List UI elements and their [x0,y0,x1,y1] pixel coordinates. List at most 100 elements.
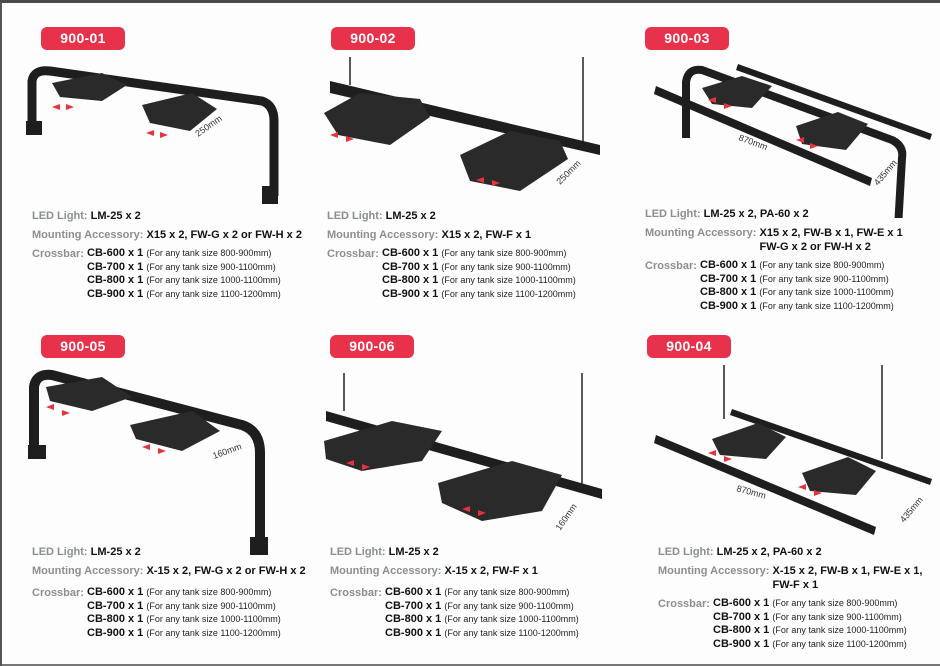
crossbar-item: CB-600 x 1 (For any tank size 800-900mm) [382,247,567,259]
crossbar-label: Crossbar: [330,587,382,599]
svg-text:160mm: 160mm [211,441,243,461]
mounting-accessory-label: Mounting Accessory: [32,565,144,577]
mounting-accessory-value: X15 x 2, FW-B x 1, FW-E x 1 [759,227,903,239]
crossbar-row: Crossbar: CB-600 x 1 (For any tank size … [645,259,903,313]
mounting-accessory-value: X-15 x 2, FW-G x 2 or FW-H x 2 [146,565,306,577]
crossbar-item: CB-700 x 1 (For any tank size 900-1100mm… [87,260,276,273]
product-image-arched-mount-slim: 160mm [28,369,268,555]
model-badge: 900-06 [330,335,414,358]
crossbar-item: CB-900 x 1 (For any tank size 1100-1200m… [700,299,894,312]
mounting-accessory-label: Mounting Accessory: [658,565,770,577]
mounting-accessory-label: Mounting Accessory: [32,229,144,241]
product-image-parallel-hanging-rails: 870mm 435mm [654,365,932,535]
crossbar-item: CB-700 x 1 (For any tank size 900-1100mm… [385,599,574,612]
product-panel-900-05: 900-05 160mm LED Light: LM-25 x 2 Mounti… [2,323,312,643]
mounting-accessory-row: Mounting Accessory: X-15 x 2, FW-G x 2 o… [32,564,306,578]
led-light-row: LED Light: LM-25 x 2 [32,209,302,223]
crossbar-item: CB-700 x 1 (For any tank size 900-1100mm… [87,599,276,612]
crossbar-item: CB-800 x 1 (For any tank size 1000-1100m… [713,624,907,636]
crossbar-item: CB-900 x 1 (For any tank size 1100-1200m… [385,626,579,639]
crossbar-item: CB-600 x 1 (For any tank size 800-900mm) [713,597,898,609]
mounting-accessory-value: X15 x 2, FW-G x 2 or FW-H x 2 [146,229,302,241]
spec-list: LED Light: LM-25 x 2 Mounting Accessory:… [330,545,579,640]
product-image-arched-mount: 250mm [26,66,279,204]
crossbar-item: CB-600 x 1 (For any tank size 800-900mm) [87,247,272,259]
crossbar-label: Crossbar: [658,598,710,610]
spec-list: LED Light: LM-25 x 2, PA-60 x 2 Mounting… [645,207,903,313]
product-panel-900-06: 900-06 160mm LED Light: LM-25 x 2 Mounti… [312,323,622,643]
product-image-parallel-rails: 870mm 435mm [654,64,932,218]
mounting-accessory-label: Mounting Accessory: [645,227,757,239]
crossbar-label: Crossbar: [32,248,84,260]
led-light-row: LED Light: LM-25 x 2, PA-60 x 2 [645,207,903,221]
crossbar-label: Crossbar: [327,248,379,260]
led-light-row: LED Light: LM-25 x 2, PA-60 x 2 [658,545,922,559]
mounting-accessory-value: X15 x 2, FW-F x 1 [441,229,532,241]
crossbar-label: Crossbar: [32,587,84,599]
led-light-value: LM-25 x 2 [388,546,439,558]
mounting-accessory-row: Mounting Accessory: X15 x 2, FW-B x 1, F… [645,226,903,254]
crossbar-item: CB-800 x 1 (For any tank size 1000-1100m… [385,613,579,625]
crossbar-item: CB-900 x 1 (For any tank size 1100-1200m… [87,287,281,300]
led-light-label: LED Light: [658,546,714,558]
led-light-label: LED Light: [327,210,383,222]
crossbar-item: CB-900 x 1 (For any tank size 1100-1200m… [713,637,907,650]
crossbar-item: CB-600 x 1 (For any tank size 800-900mm) [87,586,272,598]
led-light-value: LM-25 x 2 [90,210,141,222]
led-light-value: LM-25 x 2 [90,546,141,558]
model-badge: 900-02 [331,27,415,50]
led-light-label: LED Light: [32,210,88,222]
crossbar-item: CB-800 x 1 (For any tank size 1000-1100m… [87,274,281,286]
model-badge: 900-05 [41,335,125,358]
mounting-accessory-value: FW-F x 1 [772,579,819,591]
crossbar-label: Crossbar: [645,260,697,272]
product-panel-900-01: 900-01 250mm LED Light: LM-25 x 2 Mounti… [2,3,312,323]
crossbar-item: CB-900 x 1 (For any tank size 1100-1200m… [87,626,281,639]
mounting-accessory-row: Mounting Accessory: X-15 x 2, FW-F x 1 [330,564,579,578]
crossbar-row: Crossbar: CB-600 x 1 (For any tank size … [32,586,306,640]
led-light-value: LM-25 x 2, PA-60 x 2 [703,208,809,220]
crossbar-item: CB-700 x 1 (For any tank size 900-1100mm… [382,260,571,273]
led-light-label: LED Light: [330,546,386,558]
crossbar-item: CB-600 x 1 (For any tank size 800-900mm) [385,586,570,598]
led-light-value: LM-25 x 2 [385,210,436,222]
crossbar-item: CB-800 x 1 (For any tank size 1000-1100m… [87,613,281,625]
crossbar-row: Crossbar: CB-600 x 1 (For any tank size … [658,597,922,651]
spec-list: LED Light: LM-25 x 2, PA-60 x 2 Mounting… [658,545,922,651]
product-image-hanging-rail: 250mm [324,57,600,191]
mounting-accessory-row: Mounting Accessory: X-15 x 2, FW-B x 1, … [658,564,922,592]
spec-list: LED Light: LM-25 x 2 Mounting Accessory:… [327,209,576,301]
crossbar-item: CB-700 x 1 (For any tank size 900-1100mm… [713,610,902,623]
crossbar-list: CB-600 x 1 (For any tank size 800-900mm)… [87,586,281,640]
crossbar-row: Crossbar: CB-600 x 1 (For any tank size … [32,247,302,301]
crossbar-list: CB-600 x 1 (For any tank size 800-900mm)… [700,259,894,313]
crossbar-list: CB-600 x 1 (For any tank size 800-900mm)… [382,247,576,301]
product-panel-900-03: 900-03 870mm 435mm LED Light: LM-25 x 2,… [622,3,932,323]
led-light-row: LED Light: LM-25 x 2 [330,545,579,559]
spec-list: LED Light: LM-25 x 2 Mounting Accessory:… [32,545,306,640]
mounting-accessory-values: X15 x 2, FW-B x 1, FW-E x 1 FW-G x 2 or … [760,226,903,254]
mounting-accessory-row: Mounting Accessory: X15 x 2, FW-G x 2 or… [32,228,302,242]
model-badge: 900-01 [41,27,125,50]
crossbar-item: CB-700 x 1 (For any tank size 900-1100mm… [700,272,889,285]
mounting-accessory-value: X-15 x 2, FW-B x 1, FW-E x 1, [772,565,923,577]
mounting-accessory-row: Mounting Accessory: X15 x 2, FW-F x 1 [327,228,576,242]
mounting-accessory-values: X-15 x 2, FW-B x 1, FW-E x 1, FW-F x 1 [773,564,923,592]
spec-list: LED Light: LM-25 x 2 Mounting Accessory:… [32,209,302,301]
crossbar-list: CB-600 x 1 (For any tank size 800-900mm)… [385,586,579,640]
crossbar-item: CB-800 x 1 (For any tank size 1000-1100m… [700,286,894,298]
product-image-hanging-rail-slim: 160mm [324,373,602,532]
model-badge: 900-03 [645,27,729,50]
crossbar-item: CB-900 x 1 (For any tank size 1100-1200m… [382,287,576,300]
svg-text:435mm: 435mm [898,495,925,524]
svg-text:160mm: 160mm [553,502,578,532]
mounting-accessory-value: FW-G x 2 or FW-H x 2 [759,241,871,253]
led-light-label: LED Light: [645,208,701,220]
mounting-accessory-label: Mounting Accessory: [327,229,439,241]
svg-text:435mm: 435mm [872,158,899,187]
led-light-row: LED Light: LM-25 x 2 [327,209,576,223]
crossbar-item: CB-800 x 1 (For any tank size 1000-1100m… [382,274,576,286]
crossbar-list: CB-600 x 1 (For any tank size 800-900mm)… [87,247,281,301]
mounting-accessory-value: X-15 x 2, FW-F x 1 [444,565,538,577]
crossbar-list: CB-600 x 1 (For any tank size 800-900mm)… [713,597,907,651]
